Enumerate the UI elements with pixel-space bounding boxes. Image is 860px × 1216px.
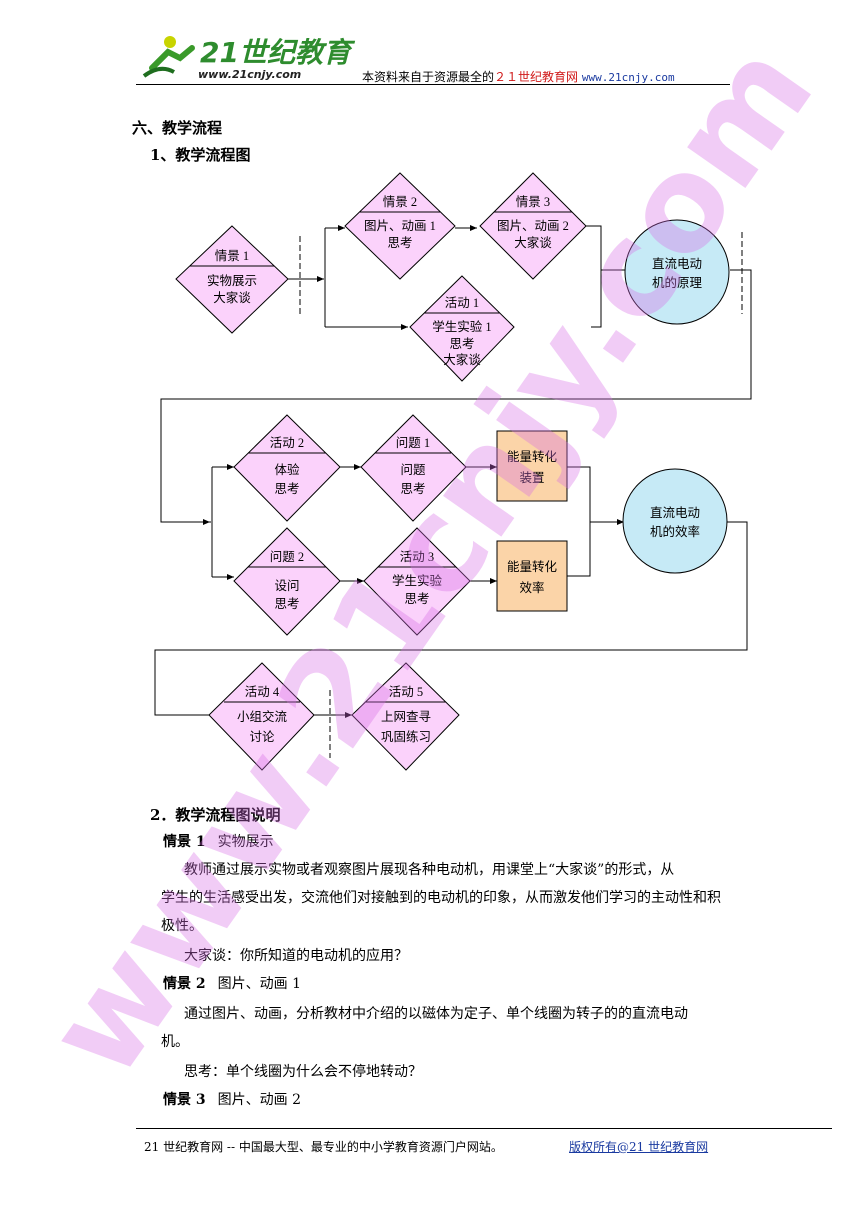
subsection-title: 1、教学流程图	[150, 146, 251, 164]
svg-text:大家谈: 大家谈	[443, 352, 481, 367]
explain-p2: 大家谈：你所知道的电动机的应用？	[184, 948, 408, 964]
svg-text:设问: 设问	[274, 578, 299, 593]
svg-text:图片、动画 2: 图片、动画 2	[497, 219, 569, 233]
svg-text:体验: 体验	[274, 462, 300, 477]
svg-text:能量转化: 能量转化	[507, 449, 558, 464]
svg-text:大家谈: 大家谈	[514, 235, 552, 250]
explain-p1-line1: 教师通过展示实物或者观察图片展现各种电动机，用课堂上“大家谈”的形式，从	[184, 862, 675, 878]
header-url[interactable]: www.21cnjy.com	[581, 71, 675, 84]
svg-text:问题: 问题	[400, 463, 426, 477]
node-activity1: 活动 1 学生实验 1 思考 大家谈	[409, 275, 515, 382]
footer-tagline: 21 世纪教育网 -- 中国最大型、最专业的中小学教育资源门户网站。	[144, 1140, 503, 1154]
svg-text:问题 2: 问题 2	[270, 550, 304, 564]
flow-connectors	[154, 225, 752, 718]
svg-text:小组交流: 小组交流	[237, 709, 288, 724]
svg-text:图片、动画 1: 图片、动画 1	[364, 219, 436, 233]
svg-text:思考: 思考	[449, 337, 474, 351]
svg-text:上网查寻: 上网查寻	[381, 710, 431, 724]
explain-p1-line3: 极性。	[161, 918, 203, 934]
node-scene1: 情景 1 实物展示 大家谈	[175, 225, 289, 334]
node-dc-motor-principle: 直流电动 机的原理	[624, 219, 730, 325]
svg-text:能量转化: 能量转化	[507, 559, 558, 574]
svg-text:思考: 思考	[274, 597, 299, 611]
node-dc-motor-efficiency: 直流电动 机的效率	[622, 468, 728, 574]
svg-text:直流电动: 直流电动	[652, 257, 702, 271]
node-scene3: 情景 3 图片、动画 2 大家谈	[479, 172, 587, 280]
svg-text:直流电动: 直流电动	[650, 506, 700, 520]
teaching-flowchart: 情景 1 实物展示 大家谈 情景 2 图片、动画 1 思考 情景 3 图片、动画…	[154, 172, 752, 771]
svg-text:学生实验 1: 学生实验 1	[432, 319, 491, 334]
svg-text:情景 1: 情景 1	[215, 249, 249, 263]
site-logo: 21世纪教育 www.21cnjy.com	[142, 36, 356, 81]
svg-text:活动 1: 活动 1	[445, 296, 479, 310]
svg-text:讨论: 讨论	[249, 730, 275, 744]
svg-text:情景 3: 情景 3	[516, 195, 550, 209]
node-scene2: 情景 2 图片、动画 1 思考	[344, 172, 456, 280]
svg-text:巩固练习: 巩固练习	[381, 729, 431, 744]
svg-text:思考: 思考	[400, 482, 425, 496]
svg-text:大家谈: 大家谈	[213, 290, 251, 305]
svg-text:问题 1: 问题 1	[396, 436, 430, 450]
svg-text:思考: 思考	[274, 482, 299, 496]
footer-rule	[136, 1128, 832, 1129]
node-question1: 问题 1 问题 思考	[360, 414, 467, 522]
svg-text:效率: 效率	[519, 580, 544, 595]
logo-text: 21世纪教育	[200, 36, 356, 69]
explain-title: 2．教学流程图说明	[150, 806, 281, 824]
explain-p1-line2: 学生的生活感受出发，交流他们对接触到的电动机的印象，从而激发他们学习的主动性和积	[161, 890, 721, 906]
footer-copyright-link[interactable]: 版权所有@21 世纪教育网	[569, 1140, 709, 1154]
node-activity4: 活动 4 小组交流 讨论	[208, 662, 315, 771]
svg-text:情景 2: 情景 2	[383, 195, 417, 209]
svg-text:活动 4: 活动 4	[245, 685, 280, 699]
svg-text:活动 2: 活动 2	[270, 436, 304, 450]
svg-text:思考: 思考	[387, 236, 412, 250]
svg-text:机的原理: 机的原理	[652, 275, 703, 290]
header-site-name: ２１世纪教育网	[494, 70, 579, 84]
node-activity3: 活动 3 学生实验 思考	[363, 527, 471, 636]
explain-p3-line2: 机。	[161, 1034, 189, 1050]
running-figure-icon	[142, 36, 195, 78]
header-rule	[136, 84, 730, 85]
explain-p3-line1: 通过图片、动画，分析教材中介绍的以磁体为定子、单个线圈为转子的的直流电动	[184, 1006, 688, 1022]
node-energy-device: 能量转化 装置	[496, 430, 568, 502]
node-question2: 问题 2 设问 思考	[233, 527, 341, 636]
svg-text:实物展示: 实物展示	[207, 273, 257, 288]
section-title: 六、教学流程	[132, 119, 223, 137]
node-activity2: 活动 2 体验 思考	[233, 414, 341, 522]
node-activity5: 活动 5 上网查寻 巩固练习	[351, 662, 460, 771]
stage-dividers	[299, 232, 743, 758]
svg-text:思考: 思考	[404, 592, 429, 606]
svg-text:活动 3: 活动 3	[400, 550, 434, 564]
svg-text:学生实验: 学生实验	[392, 573, 443, 588]
explain-p4: 思考：单个线圈为什么会不停地转动？	[184, 1064, 422, 1080]
logo-url-text: www.21cnjy.com	[198, 68, 301, 81]
node-energy-efficiency: 能量转化 效率	[496, 540, 568, 612]
header-note: 本资料来自于资源最全的２１世纪教育网 www.21cnjy.com	[362, 70, 675, 84]
svg-text:活动 5: 活动 5	[389, 685, 423, 699]
svg-text:装置: 装置	[519, 471, 544, 485]
svg-text:机的效率: 机的效率	[650, 524, 700, 539]
